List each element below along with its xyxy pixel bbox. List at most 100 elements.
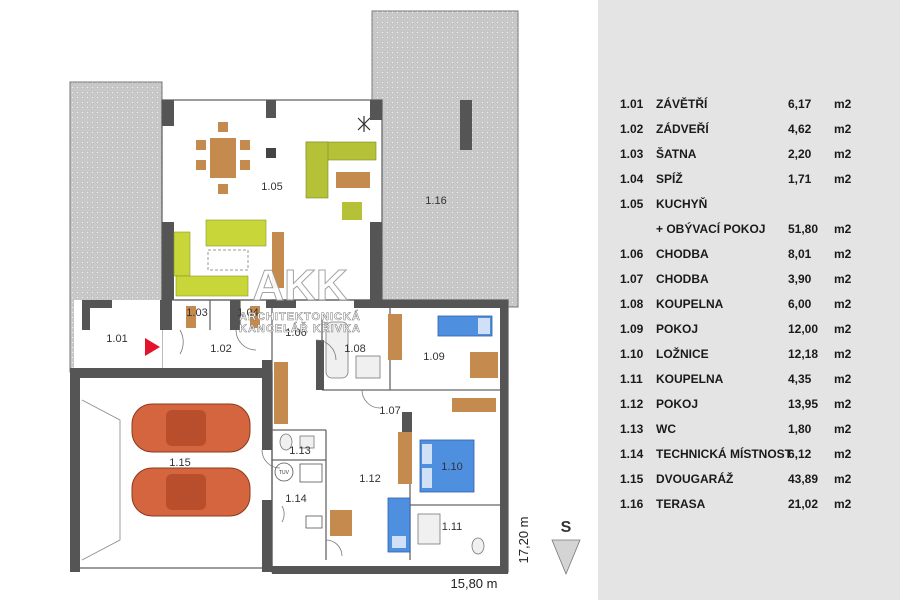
room-area: 6,17 <box>788 97 812 111</box>
room-area-unit: m2 <box>834 422 852 436</box>
room-label-1-06: 1.06 <box>285 327 306 339</box>
room-area-unit: m2 <box>834 272 852 286</box>
bed <box>419 439 475 493</box>
room-area: 2,20 <box>788 147 812 161</box>
wardrobe <box>186 306 496 484</box>
room-label-1-08: 1.08 <box>344 343 365 355</box>
room-number: 1.16 <box>620 497 644 511</box>
room-number: 1.05 <box>620 197 644 211</box>
room-name: LOŽNICE <box>656 347 709 361</box>
room-number: 1.08 <box>620 297 644 311</box>
room-number: 1.12 <box>620 397 644 411</box>
room-area: 43,89 <box>788 472 819 486</box>
room-number: 1.14 <box>620 447 644 461</box>
room-name: ZÁVĚTŘÍ <box>656 97 708 111</box>
room-area-unit: m2 <box>834 372 852 386</box>
room-area: 13,95 <box>788 397 819 411</box>
room-area-unit: m2 <box>834 397 852 411</box>
room-number: 1.07 <box>620 272 644 286</box>
room-schedule-row: 1.10 LOŽNICE 12,18 m2 <box>620 347 890 367</box>
room-label-1-09: 1.09 <box>423 351 444 363</box>
wall-blocks <box>70 100 508 574</box>
room-label-1-16: 1.16 <box>425 195 446 207</box>
room-name: CHODBA <box>656 272 709 286</box>
room-label-1-03: 1.03 <box>186 307 207 319</box>
room-schedule-row: 1.09 POKOJ 12,00 m2 <box>620 322 890 342</box>
floor-plan-drawing: TUV 1.01 1.02 1.03 1.04 1.05 1.06 1.07 1… <box>69 10 581 591</box>
room-area: 1,71 <box>788 172 812 186</box>
room-area-unit: m2 <box>834 447 852 461</box>
room-area: 6,00 <box>788 297 812 311</box>
room-name: SPÍŽ <box>656 172 683 186</box>
room-name: WC <box>656 422 676 436</box>
dimension-width: 15,80 m <box>451 576 498 591</box>
room-number: 1.09 <box>620 322 644 336</box>
room-number: 1.10 <box>620 347 644 361</box>
room-name: KUCHYŇ <box>656 197 708 211</box>
svg-text:S: S <box>561 519 572 536</box>
room-label-1-13: 1.13 <box>289 445 310 457</box>
room-area: 4,35 <box>788 372 812 386</box>
kitchen-counter <box>173 219 267 297</box>
room-number: 1.11 <box>620 372 643 386</box>
room-label-1-10: 1.10 <box>441 461 462 473</box>
room-label-1-12: 1.12 <box>359 473 380 485</box>
room-area: 51,80 <box>788 222 819 236</box>
room-number: 1.04 <box>620 172 644 186</box>
room-name: KOUPELNA <box>656 372 724 386</box>
room-area-unit: m2 <box>834 97 852 111</box>
room-name: TERASA <box>656 497 706 511</box>
car-icon <box>131 403 251 453</box>
room-label-1-11: 1.11 <box>442 521 463 533</box>
room-number: 1.06 <box>620 247 644 261</box>
kitchen-table <box>207 249 249 271</box>
dining-table <box>196 122 250 194</box>
north-arrow-icon: S <box>551 519 581 576</box>
armchair <box>342 202 362 220</box>
room-area-unit: m2 <box>834 347 852 361</box>
room-area-unit: m2 <box>834 172 852 186</box>
cabinet <box>272 232 284 288</box>
room-name: POKOJ <box>656 322 699 336</box>
terrace-right <box>371 10 519 308</box>
room-area-unit: m2 <box>834 122 852 136</box>
room-name: KOUPELNA <box>656 297 724 311</box>
room-name: ŠATNA <box>656 147 697 161</box>
dimension-depth: 17,20 m <box>516 517 531 564</box>
room-schedule-row: 1.11 KOUPELNA 4,35 m2 <box>620 372 890 392</box>
bed <box>437 315 493 337</box>
room-area: 12,18 <box>788 347 819 361</box>
room-area-unit: m2 <box>834 322 852 336</box>
room-number: 1.03 <box>620 147 644 161</box>
column <box>266 148 276 158</box>
desk <box>330 352 498 536</box>
room-number: 1.13 <box>620 422 644 436</box>
room-area: 4,62 <box>788 122 812 136</box>
room-number: 1.02 <box>620 122 644 136</box>
room-label-1-05: 1.05 <box>261 181 282 193</box>
room-schedule-row: 1.04 SPÍŽ 1,71 m2 <box>620 172 890 192</box>
room-area-unit: m2 <box>834 297 852 311</box>
sofa <box>305 141 377 199</box>
entrance-arrow-icon <box>145 338 160 356</box>
room-label-1-02: 1.02 <box>210 343 231 355</box>
door-swings <box>179 329 381 557</box>
svg-text:ARCHITEKTONICKÁ: ARCHITEKTONICKÁ <box>239 310 361 323</box>
room-area-unit: m2 <box>834 472 852 486</box>
room-name: POKOJ <box>656 397 699 411</box>
room-area-unit: m2 <box>834 222 852 236</box>
room-schedule-row: 1.05 KUCHYŇ <box>620 197 890 217</box>
room-schedule-row: 1.08 KOUPELNA 6,00 m2 <box>620 297 890 317</box>
room-name: DVOUGARÁŽ <box>656 472 734 486</box>
room-area: 12,00 <box>788 322 819 336</box>
